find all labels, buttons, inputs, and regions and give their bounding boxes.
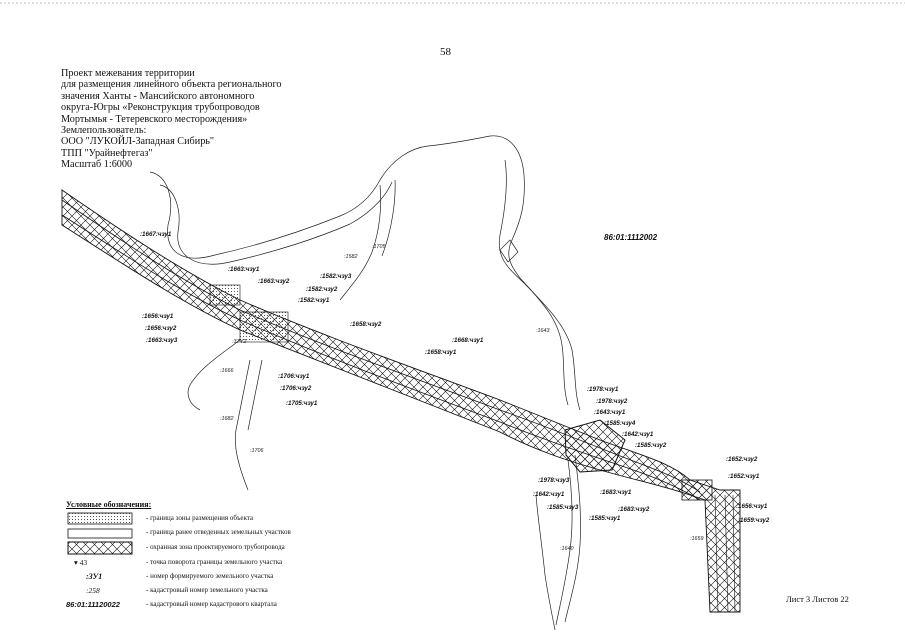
legend-parcel-symbol (67, 528, 133, 539)
legend-item: 86:01:11120022 - кадастровый номер кадас… (66, 598, 366, 612)
parcel-label: :1683:чзу1 (600, 489, 632, 496)
road-lines (149, 135, 581, 631)
legend-item-text: - граница зоны размещения объекта (146, 514, 254, 522)
legend-turn-point-symbol: ▾ 43 (74, 558, 88, 567)
cadastral-number: :1706 (250, 448, 264, 454)
title-line: Проект межевания территории (61, 68, 195, 79)
parcel-label: :1656:чзу1 (736, 503, 768, 510)
legend-protection-zone-symbol (67, 541, 133, 555)
title-line: Масштаб 1:6000 (61, 159, 133, 171)
parcel-label: :1582:чзу2 (306, 286, 338, 293)
parcel-label: :1658:чзу1 (425, 349, 457, 356)
title-line: ООО "ЛУКОЙЛ-Западная Сибирь" (61, 136, 215, 148)
parcel-label: :1652:чзу2 (726, 456, 758, 463)
legend-item: - граница ранее отведенных земельных уча… (66, 526, 366, 540)
parcel-label: :1706:чзу2 (280, 385, 312, 392)
legend-item-text: - кадастровый номер кадастрового квартал… (146, 600, 277, 608)
parcel-label: :1683:чзу2 (618, 506, 650, 513)
legend-item: :258 - кадастровый номер земельного учас… (66, 584, 366, 598)
parcel-label: :1642:чзу1 (622, 431, 654, 438)
parcel-label: :1706:чзу1 (278, 373, 310, 380)
sheet-info: Лист 3 Листов 22 (786, 594, 849, 604)
parcel-label: :1658:чзу2 (350, 321, 382, 328)
parcel-label: :1663:чзу2 (258, 278, 290, 285)
legend-item: - граница зоны размещения объекта (66, 512, 366, 526)
legend-item-text: - номер формируемого земельного участка (146, 572, 274, 580)
legend: Условные обозначения: - граница зоны раз… (66, 500, 366, 609)
title-line: для размещения линейного объекта региона… (61, 79, 282, 91)
parcel-label: :1585:чзу2 (635, 442, 667, 449)
title-line: Землепользователь: (61, 125, 147, 137)
legend-item: ▾ 43 - точка поворота границы земельного… (66, 556, 366, 570)
parcel-label: :1585:чзу4 (604, 420, 636, 427)
title-line: округа-Югры «Реконструкция трубопроводов (61, 102, 260, 114)
cadastral-number: :3ZY2 (232, 339, 246, 345)
cadastral-number: :1643 (536, 328, 550, 334)
parcel-label: :1642:чзу1 (533, 491, 565, 498)
legend-quarter-number-symbol: 86:01:11120022 (66, 600, 120, 609)
parcel-label: :1978:чзу3 (538, 477, 570, 484)
parcel-label: :1663:чзу1 (228, 266, 260, 273)
cadastral-number: :1682 (220, 416, 234, 422)
parcel-labels: :1667:чзу1 :1663:чзу1 :1663:чзу2 :1582:ч… (140, 231, 770, 524)
cadastral-number: :1666 (220, 368, 234, 374)
parcel-label: :1978:чзу2 (596, 398, 628, 405)
legend-item: - охранная зона проектируемого трубопров… (66, 541, 366, 555)
legend-zone-symbol (67, 512, 133, 525)
legend-item-text: - точка поворота границы земельного учас… (146, 558, 283, 566)
cadastral-number: :1659 (690, 536, 704, 542)
parcel-label: :1663:чзу3 (146, 337, 178, 344)
legend-item: :ЗУ1 - номер формируемого земельного уча… (66, 570, 366, 584)
legend-item-text: - граница ранее отведенных земельных уча… (146, 528, 291, 536)
legend-symbols (67, 512, 133, 555)
title-line: ТПП "Урайнефтегаз" (61, 147, 153, 159)
parcel-label: :1652:чзу1 (728, 473, 760, 480)
parcel-label: :1643:чзу1 (594, 409, 626, 416)
parcel-label: :1656:чзу2 (145, 325, 177, 332)
quarter-cadastral-label: 86:01:1112002 (604, 233, 658, 242)
parcel-label: :1668:чзу1 (452, 337, 484, 344)
cadastral-small-labels: :1582 :1705 :1643 :1666 :1682 :1706 :164… (220, 244, 704, 552)
cadastral-number: :1640 (560, 546, 574, 552)
parcel-label: :1582:чзу3 (320, 273, 352, 280)
legend-item-text: - охранная зона проектируемого трубопров… (146, 543, 285, 551)
legend-parcel-number-symbol: :ЗУ1 (86, 572, 103, 581)
parcel-label: :1705:чзу1 (286, 400, 318, 407)
title-block: Проект межевания территории для размещен… (61, 68, 321, 171)
parcel-label: :1585:чзу1 (589, 515, 621, 522)
legend-item-text: - кадастровый номер земельного участка (146, 586, 268, 594)
parcel-label: :1978:чзу1 (587, 386, 619, 393)
parcel-label: :1667:чзу1 (140, 231, 172, 238)
parcel-label: :1585:чзу3 (547, 504, 579, 511)
title-line: Мортымья - Тетеревского месторождения» (61, 113, 248, 125)
legend-title: Условные обозначения: (66, 500, 152, 509)
legend-cadastral-number-symbol: :258 (86, 586, 100, 595)
cadastral-number: :1582 (344, 254, 358, 260)
parcel-label: :1659:чзу2 (738, 517, 770, 524)
parcel-label: :1582:чзу1 (298, 297, 330, 304)
page-number: 58 (440, 46, 451, 58)
cadastral-number: :1705 (372, 244, 386, 250)
parcel-label: :1656:чзу1 (142, 313, 174, 320)
pipeline-corridor (61, 189, 741, 613)
title-line: значения Ханты - Мансийского автономного (61, 90, 255, 102)
